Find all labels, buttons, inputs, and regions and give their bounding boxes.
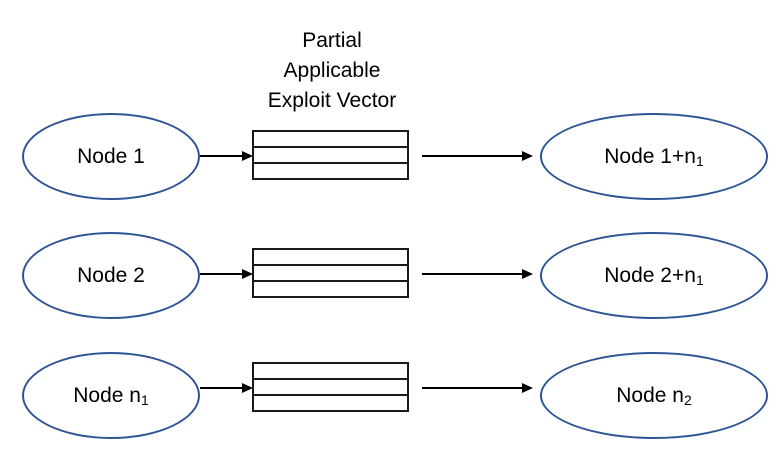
arrow-shaft <box>422 387 523 389</box>
node-target-1-subscript: 1 <box>695 152 704 169</box>
node-target-3-subscript: 2 <box>683 391 692 408</box>
node-source-2-label: Node 2 <box>77 263 145 287</box>
vector-cell <box>254 396 407 410</box>
arrow-shaft <box>200 273 243 275</box>
arrow-vector-to-target-2 <box>422 268 534 280</box>
node-target-2-label: Node 2+n <box>604 263 696 287</box>
node-source-3-subscript: 1 <box>140 391 149 408</box>
vector-cell <box>254 148 407 164</box>
arrow-source-to-vector-2 <box>200 268 253 280</box>
vector-cell <box>254 164 407 178</box>
arrow-shaft <box>200 387 243 389</box>
arrow-shaft <box>200 155 243 157</box>
arrow-head-icon <box>522 150 533 161</box>
vector-cell <box>254 132 407 148</box>
node-target-1-label: Node 1+n <box>604 144 696 168</box>
arrow-shaft <box>422 273 523 275</box>
node-source-1-label: Node 1 <box>77 144 145 168</box>
vector-cell <box>254 250 407 266</box>
vector-cell <box>254 266 407 282</box>
exploit-vector-table-1 <box>252 130 409 180</box>
node-target-2-subscript: 1 <box>695 271 704 288</box>
node-source-3-label: Node n <box>73 383 141 407</box>
arrow-head-icon <box>522 382 533 393</box>
exploit-vector-table-3 <box>252 362 409 412</box>
vector-cell <box>254 364 407 380</box>
exploit-vector-table-2 <box>252 248 409 298</box>
arrow-head-icon <box>522 268 533 279</box>
arrow-source-to-vector-3 <box>200 382 253 394</box>
arrow-vector-to-target-1 <box>422 150 534 162</box>
vector-cell <box>254 282 407 296</box>
vector-cell <box>254 380 407 396</box>
node-source-2[interactable]: Node 2 <box>22 232 200 319</box>
exploit-vector-title: Partial Applicable Exploit Vector <box>267 29 397 112</box>
arrow-vector-to-target-3 <box>422 382 534 394</box>
node-target-3-label: Node n <box>616 383 684 407</box>
node-source-1[interactable]: Node 1 <box>22 113 200 200</box>
arrow-shaft <box>422 155 523 157</box>
arrow-source-to-vector-1 <box>200 150 253 162</box>
